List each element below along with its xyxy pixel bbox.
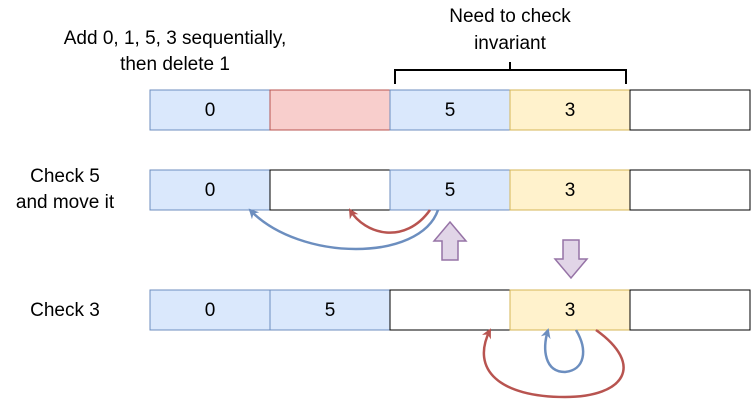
cell-label-check-3-1: 5 [325,300,336,321]
intro-caption-line2: then delete 1 [120,54,230,75]
block-arrow-down [553,239,589,280]
cell-label-initial-2: 5 [445,100,456,121]
cell-label-check-5-2: 5 [445,180,456,201]
table-rows: 0 5 3 0 5 3 0 5 3 [149,89,751,331]
table-row-check-5: 0 5 3 [149,169,751,211]
step2-caption: Check 3 [30,300,100,321]
step1-caption-line2: and move it [16,192,115,213]
cell-check-5-2 [389,169,511,211]
cell-initial-0 [149,89,271,131]
cell-label-check-3-3: 3 [565,300,576,321]
wrap-arrow-red [481,328,625,399]
cell-initial-4 [629,89,751,131]
cell-initial-1 [269,89,391,131]
invariant-bracket [394,62,627,84]
move-arrow-blue [248,208,440,251]
need-check-caption-line2: invariant [474,33,547,54]
step1-caption-line1: Check 5 [30,166,100,187]
cell-check-3-0 [149,289,271,331]
cell-label-check-5-3: 3 [565,180,576,201]
cell-label-check-5-0: 0 [205,180,216,201]
cell-check-3-3 [509,289,631,331]
table-row-check-3: 0 5 3 [149,289,751,331]
probe-loop-arrow-blue [540,328,585,374]
cell-initial-2 [389,89,511,131]
cell-check-3-1 [269,289,391,331]
cell-check-3-2 [389,289,511,331]
cell-label-initial-3: 3 [565,100,576,121]
cell-label-check-3-0: 0 [205,300,216,321]
cell-check-3-4 [629,289,751,331]
probe-arrow-red [348,208,432,234]
cell-check-5-1 [269,169,391,211]
cell-check-5-3 [509,169,631,211]
block-arrow-up [432,220,468,261]
table-row-initial: 0 5 3 [149,89,751,131]
intro-caption-line1: Add 0, 1, 5, 3 sequentially, [64,28,287,49]
cell-check-5-4 [629,169,751,211]
cell-label-initial-0: 0 [205,100,216,121]
cell-initial-3 [509,89,631,131]
need-check-caption-line1: Need to check [449,6,571,27]
